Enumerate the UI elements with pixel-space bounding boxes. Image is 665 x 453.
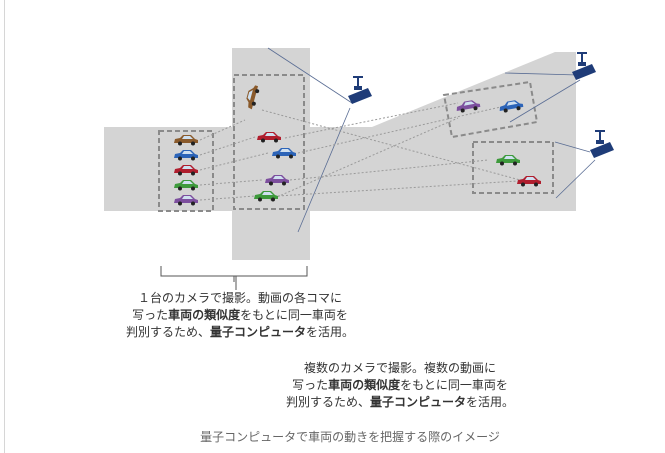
caption-line: 判別するため、量子コンピュータを活用。 (215, 394, 585, 411)
car-icon (174, 135, 198, 146)
center-group-box (233, 74, 305, 210)
caption-text: をもとに同一車両を (400, 378, 508, 392)
diagonal-group-box (442, 80, 539, 139)
roads (104, 48, 576, 260)
car-icon (496, 155, 520, 166)
car-icon (174, 195, 198, 206)
caption-line: 判別するため、量子コンピュータを活用。 (60, 324, 420, 341)
single-camera-bracket (160, 266, 308, 277)
car-icon (272, 148, 296, 159)
single-camera-caption: １台のカメラで撮影。動画の各コマに 写った車両の類似度をもとに同一車両を 判別す… (60, 290, 420, 341)
car-icon (265, 175, 289, 186)
car-icon (456, 100, 481, 113)
camera-icon (572, 52, 596, 80)
car-icon (174, 165, 198, 176)
right-group-box (472, 141, 554, 194)
caption-text: を活用。 (466, 395, 515, 409)
car-icon (499, 100, 524, 113)
figure-caption: 量子コンピュータで車両の動きを把握する際のイメージ (200, 430, 500, 444)
brackets (160, 266, 308, 290)
car-icon (246, 85, 260, 110)
car-icon (257, 132, 281, 143)
caption-line: 写った車両の類似度をもとに同一車両を (215, 377, 585, 394)
left-group-box (158, 130, 214, 212)
caption-emphasis: 車両の類似度 (168, 308, 241, 322)
caption-emphasis: 車両の類似度 (328, 378, 401, 392)
cameras (348, 52, 614, 158)
camera-view-lines (267, 47, 596, 233)
caption-text: 判別するため、 (285, 395, 370, 409)
caption-line: 写った車両の類似度をもとに同一車両を (60, 307, 420, 324)
caption-text: をもとに同一車両を (240, 308, 348, 322)
frame-edge (4, 0, 5, 453)
camera-icon (590, 130, 614, 158)
camera-icon (348, 76, 372, 104)
caption-text: 写った (292, 378, 329, 392)
caption-text: を活用。 (306, 325, 355, 339)
car-icon (517, 176, 541, 187)
car-icon (174, 180, 198, 191)
caption-line: 複数のカメラで撮影。複数の動画に (303, 361, 496, 375)
multi-camera-caption: 複数のカメラで撮影。複数の動画に 写った車両の類似度をもとに同一車両を 判別する… (215, 360, 585, 411)
caption-emphasis: 量子コンピュータ (369, 395, 466, 409)
caption-emphasis: 量子コンピュータ (209, 325, 306, 339)
car-icon (174, 150, 198, 161)
multi-camera-bracket (235, 276, 237, 290)
vertical-road (232, 48, 310, 260)
cars (174, 85, 541, 206)
trajectory-lines (199, 102, 521, 201)
car-icon (254, 191, 278, 202)
caption-text: 判別するため、 (125, 325, 210, 339)
diagonal-road (372, 52, 576, 127)
detection-boxes (158, 74, 554, 212)
caption-line: １台のカメラで撮影。動画の各コマに (137, 291, 342, 305)
intersection-scene (104, 47, 614, 290)
caption-text: 写った (132, 308, 169, 322)
